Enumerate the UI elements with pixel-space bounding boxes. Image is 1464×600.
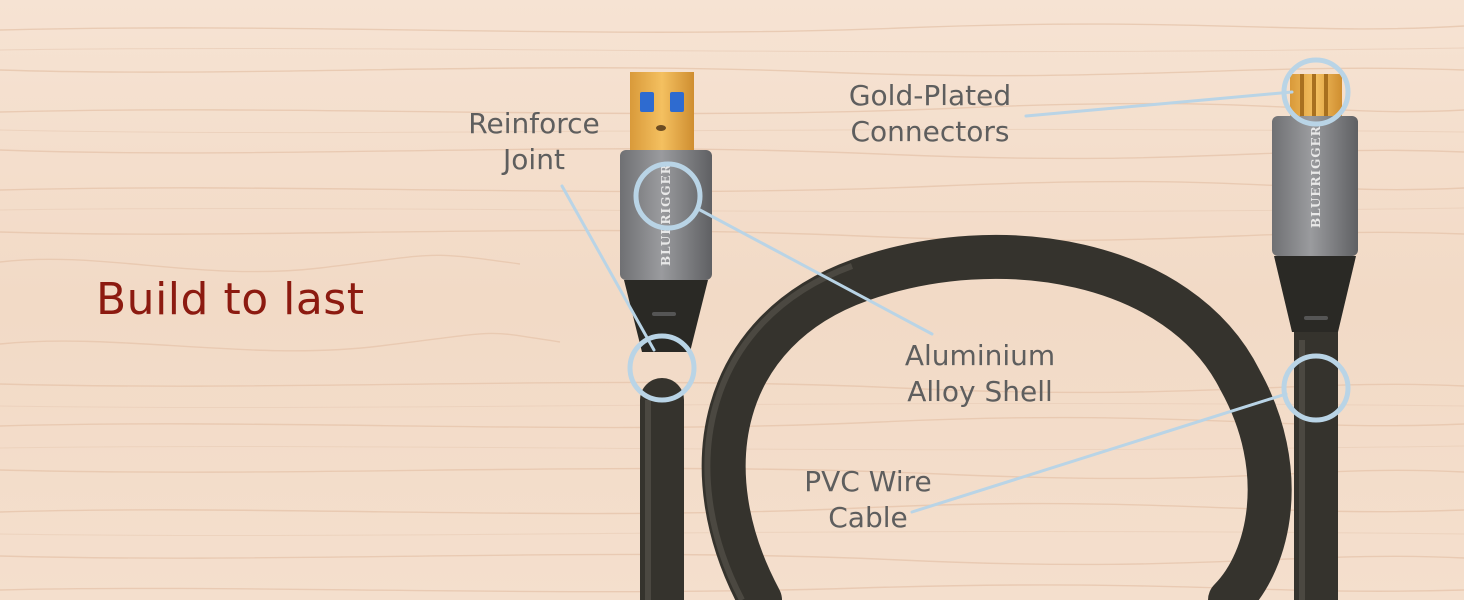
ring-reinforce-joint bbox=[627, 333, 697, 403]
callout-line-1: Aluminium bbox=[904, 339, 1056, 372]
callout-lines bbox=[560, 90, 1294, 514]
cable-coil bbox=[640, 234, 1338, 600]
micro-b-connector: BLUERIGGER bbox=[1272, 74, 1358, 332]
ring-gold-plated bbox=[1281, 57, 1351, 127]
callout-pvc-cable: PVC Wire Cable bbox=[780, 464, 956, 536]
callout-line-2: Joint bbox=[503, 143, 565, 176]
callout-line-1: Reinforce bbox=[468, 107, 600, 140]
ring-aluminium-shell bbox=[633, 161, 703, 231]
callout-line-1: PVC Wire bbox=[804, 465, 932, 498]
callout-aluminium-shell: Aluminium Alloy Shell bbox=[880, 338, 1080, 410]
callout-line-2: Connectors bbox=[850, 115, 1010, 148]
callout-line-2: Cable bbox=[828, 501, 908, 534]
callout-line-1: Gold-Plated bbox=[848, 79, 1012, 112]
brand-logo-left: BLUERIGGER bbox=[659, 163, 673, 266]
usb-a-connector: BLUERIGGER bbox=[620, 72, 712, 352]
ring-pvc-cable bbox=[1281, 353, 1351, 423]
callout-line-2: Alloy Shell bbox=[907, 375, 1053, 408]
headline: Build to last bbox=[96, 274, 365, 325]
callout-gold-plated: Gold-Plated Connectors bbox=[812, 78, 1048, 150]
callout-reinforce-joint: Reinforce Joint bbox=[452, 106, 616, 178]
brand-logo-right: BLUERIGGER bbox=[1309, 125, 1323, 228]
